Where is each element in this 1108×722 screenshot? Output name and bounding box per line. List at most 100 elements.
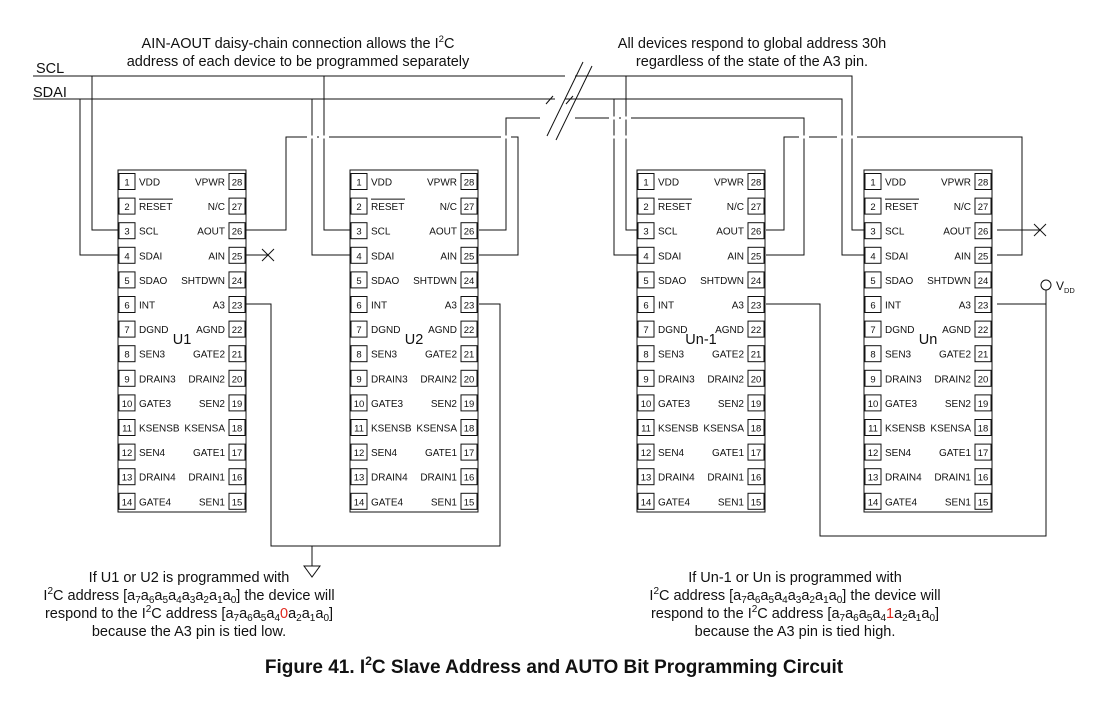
pin-box	[118, 271, 136, 289]
pin-number: 16	[232, 473, 243, 484]
pin-box	[747, 173, 765, 190]
pin-box	[637, 320, 655, 338]
pin-label: VDD	[658, 178, 679, 189]
pin-label: SEN2	[199, 399, 226, 410]
pin-label: SDAO	[885, 276, 914, 287]
pin-box	[228, 492, 246, 510]
pin-number: 21	[232, 350, 243, 361]
pin-number: 14	[641, 497, 652, 508]
pin-box	[747, 369, 765, 387]
pin-label: SHTDWN	[700, 276, 744, 287]
pin-number: 7	[870, 325, 875, 336]
pin-box	[460, 419, 478, 436]
pin-box	[864, 492, 882, 510]
pin-label: SHTDWN	[181, 276, 225, 287]
pin-box	[974, 443, 992, 461]
pin-number: 1	[870, 178, 875, 189]
pin-number: 26	[978, 227, 989, 238]
pin-label: A3	[959, 301, 972, 312]
pin-label: N/C	[954, 202, 971, 213]
pin-box	[974, 197, 992, 215]
pin-number: 3	[870, 227, 875, 238]
pin-box	[350, 394, 368, 412]
pin-label: DRAIN3	[139, 374, 176, 385]
chip-name: Un	[919, 332, 938, 348]
pin-label: SHTDWN	[413, 276, 457, 287]
pin-number: 4	[124, 251, 129, 262]
pin-box	[747, 271, 765, 289]
pin-number: 22	[464, 325, 475, 336]
pin-number: 1	[356, 178, 361, 189]
pin-number: 5	[124, 276, 129, 287]
pin-number: 23	[232, 301, 243, 312]
pin-number: 27	[978, 202, 989, 213]
pin-label: GATE1	[939, 448, 971, 459]
pin-box	[747, 468, 765, 486]
chip-body	[863, 169, 993, 513]
pin-label: SDAI	[885, 251, 908, 262]
pin-number: 24	[464, 276, 475, 287]
vdd-terminal-icon	[1040, 279, 1052, 291]
pin-box	[460, 296, 478, 313]
pin-label: RESET	[371, 202, 404, 213]
pin-box	[228, 468, 246, 486]
pin-number: 13	[354, 473, 365, 484]
pin-number: 14	[122, 497, 133, 508]
pin-number: 19	[464, 399, 475, 410]
pin-number: 4	[356, 251, 361, 262]
low-note-line4: because the A3 pin is tied low.	[91, 624, 287, 640]
pin-number: 2	[124, 202, 129, 213]
pin-box	[350, 369, 368, 387]
pin-label: AIN	[208, 251, 225, 262]
pin-label: DRAIN3	[371, 374, 408, 385]
pin-box	[228, 222, 246, 240]
pin-box	[637, 468, 655, 486]
pin-label: DRAIN2	[934, 374, 971, 385]
pin-label: SEN3	[371, 350, 398, 361]
low-note-line1: If U1 or U2 is programmed with	[88, 570, 290, 586]
pin-label: AOUT	[716, 227, 744, 238]
pin-label: VDD	[139, 178, 160, 189]
pin-label: SHTDWN	[927, 276, 971, 287]
pin-number: 16	[751, 473, 762, 484]
u1-scl-wire	[91, 76, 118, 231]
pin-number: 27	[751, 202, 762, 213]
pin-number: 25	[751, 251, 762, 262]
pin-label: DRAIN3	[885, 374, 922, 385]
high-note-line3: respond to the I2C address [a7a6a5a41a2a…	[650, 604, 940, 624]
pin-number: 13	[641, 473, 652, 484]
pin-number: 8	[124, 350, 129, 361]
pin-label: SCL	[371, 227, 391, 238]
pin-number: 28	[978, 178, 989, 189]
pin-box	[118, 173, 136, 190]
pin-box	[864, 173, 882, 190]
pin-label: AOUT	[429, 227, 457, 238]
pin-label: N/C	[727, 202, 744, 213]
pin-label: SEN2	[945, 399, 972, 410]
pin-box	[228, 369, 246, 387]
pin-label: DRAIN2	[188, 374, 225, 385]
pin-number: 10	[868, 399, 879, 410]
pin-number: 19	[751, 399, 762, 410]
pin-label: AIN	[727, 251, 744, 262]
pin-label: DRAIN1	[934, 473, 971, 484]
pin-label: N/C	[440, 202, 457, 213]
pin-label: KSENSB	[139, 424, 180, 435]
pin-label: GATE2	[939, 350, 971, 361]
pin-box	[350, 296, 368, 313]
pin-number: 26	[751, 227, 762, 238]
pin-box	[350, 271, 368, 289]
pin-number: 21	[751, 350, 762, 361]
pin-label: SEN1	[431, 497, 458, 508]
sdai-bus	[33, 98, 864, 256]
pin-label: GATE2	[712, 350, 744, 361]
pin-label: AGND	[942, 325, 971, 336]
pin-box	[350, 320, 368, 338]
ground-icon	[303, 565, 321, 578]
pin-box	[460, 345, 478, 363]
pin-label: SEN4	[139, 448, 166, 459]
low-note-line2: I2C address [a7a6a5a4a3a2a1a0] the devic…	[43, 586, 335, 606]
pin-label: DRAIN4	[371, 473, 408, 484]
